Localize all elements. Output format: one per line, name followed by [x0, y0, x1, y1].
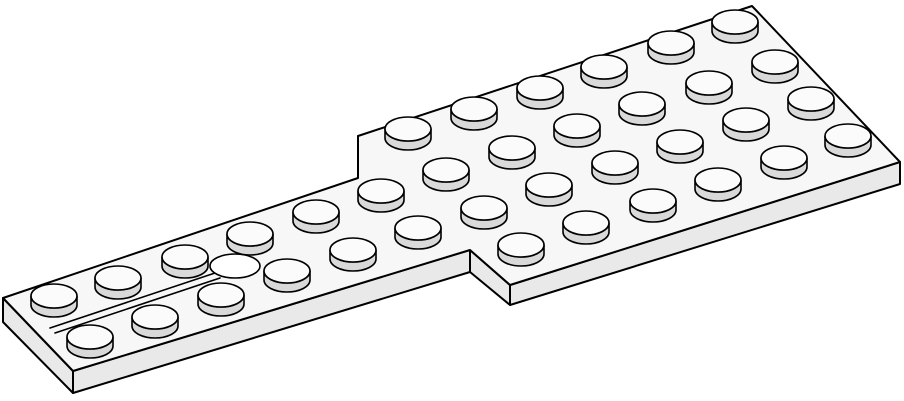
- stud-top: [722, 107, 770, 133]
- stud-top: [226, 221, 274, 247]
- stud-top: [161, 244, 209, 270]
- stud-top: [760, 145, 808, 171]
- stud-top: [30, 283, 78, 309]
- stud-top: [656, 129, 704, 155]
- stud-top: [647, 30, 695, 56]
- stud-8: [450, 96, 498, 131]
- stud-top: [553, 113, 601, 139]
- stud-27: [591, 150, 639, 185]
- stud-33: [629, 188, 677, 223]
- stud-12: [711, 9, 759, 44]
- stud-top: [292, 199, 340, 225]
- stud-6: [357, 178, 405, 213]
- stud-top: [562, 210, 610, 236]
- stud-15: [197, 282, 245, 317]
- stud-top: [329, 237, 377, 263]
- stud-top: [197, 282, 245, 308]
- stud-top: [497, 232, 545, 258]
- stud-top: [525, 172, 573, 198]
- stud-top: [66, 324, 114, 350]
- studs: [30, 9, 872, 359]
- stud-top: [685, 70, 733, 96]
- stud-31: [497, 232, 545, 267]
- stud-top: [131, 304, 179, 330]
- stud-9: [516, 75, 564, 110]
- stud-7: [384, 116, 432, 151]
- stud-5: [292, 199, 340, 234]
- stud-2: [94, 265, 142, 300]
- stud-24: [751, 49, 799, 84]
- stud-top: [94, 265, 142, 291]
- stud-top: [460, 195, 508, 221]
- stud-top: [422, 157, 470, 183]
- stud-19: [422, 157, 470, 192]
- stud-10: [580, 54, 628, 89]
- stud-23: [685, 70, 733, 105]
- stud-14: [131, 304, 179, 339]
- stud-22: [618, 91, 666, 126]
- stud-28: [656, 129, 704, 164]
- stud-top: [751, 49, 799, 75]
- stud-top: [488, 135, 536, 161]
- stud-35: [760, 145, 808, 180]
- stud-25: [460, 195, 508, 230]
- stud-11: [647, 30, 695, 65]
- stud-top: [591, 150, 639, 176]
- stud-3: [161, 244, 209, 279]
- plate-slot: [49, 271, 221, 334]
- stud-top: [824, 123, 872, 149]
- stud-4: [226, 221, 274, 256]
- stud-1: [30, 283, 78, 318]
- stud-21: [553, 113, 601, 148]
- stud-top: [384, 116, 432, 142]
- stud-top: [450, 96, 498, 122]
- stud-34: [694, 167, 742, 202]
- stud-29: [722, 107, 770, 142]
- stud-top: [787, 86, 835, 112]
- stud-16: [263, 258, 311, 293]
- stud-top: [618, 91, 666, 117]
- stud-top: [711, 9, 759, 35]
- stud-17: [329, 237, 377, 272]
- stud-36: [824, 123, 872, 158]
- stud-30: [787, 86, 835, 121]
- stud-top: [263, 258, 311, 284]
- stud-18: [394, 215, 442, 250]
- plate-hole: [209, 253, 261, 279]
- stud-top: [629, 188, 677, 214]
- stud-top: [394, 215, 442, 241]
- stud-20: [488, 135, 536, 170]
- stud-top: [580, 54, 628, 80]
- stud-top: [516, 75, 564, 101]
- stud-13: [66, 324, 114, 359]
- stud-top: [357, 178, 405, 204]
- stud-32: [562, 210, 610, 245]
- stud-top: [694, 167, 742, 193]
- stud-26: [525, 172, 573, 207]
